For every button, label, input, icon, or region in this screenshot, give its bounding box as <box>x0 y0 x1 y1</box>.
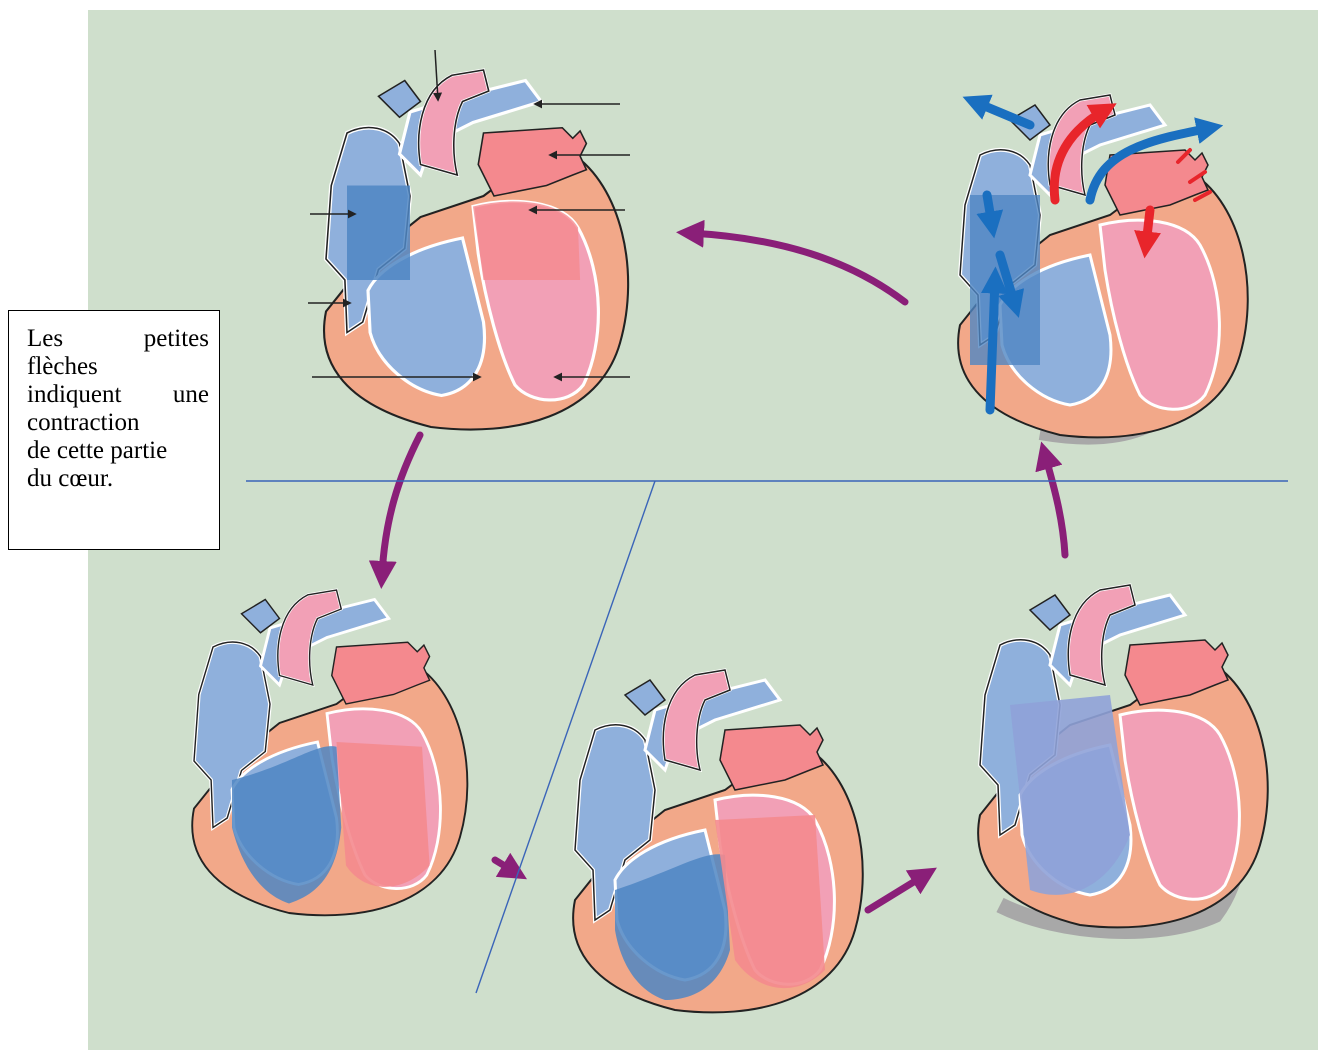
note-word-petites: petites <box>144 325 209 353</box>
note-line-5: de cette partie <box>27 437 209 465</box>
note-word-les: Les <box>27 325 63 353</box>
note-word-une: une <box>173 381 209 409</box>
note-word-indiquent: indiquent <box>27 381 121 409</box>
note-line-2: flèches <box>27 353 209 381</box>
legend-note: Les petites flèches indiquent une contract… <box>8 310 220 550</box>
note-line-4: contraction <box>27 409 209 437</box>
note-line-6: du cœur. <box>27 465 209 493</box>
